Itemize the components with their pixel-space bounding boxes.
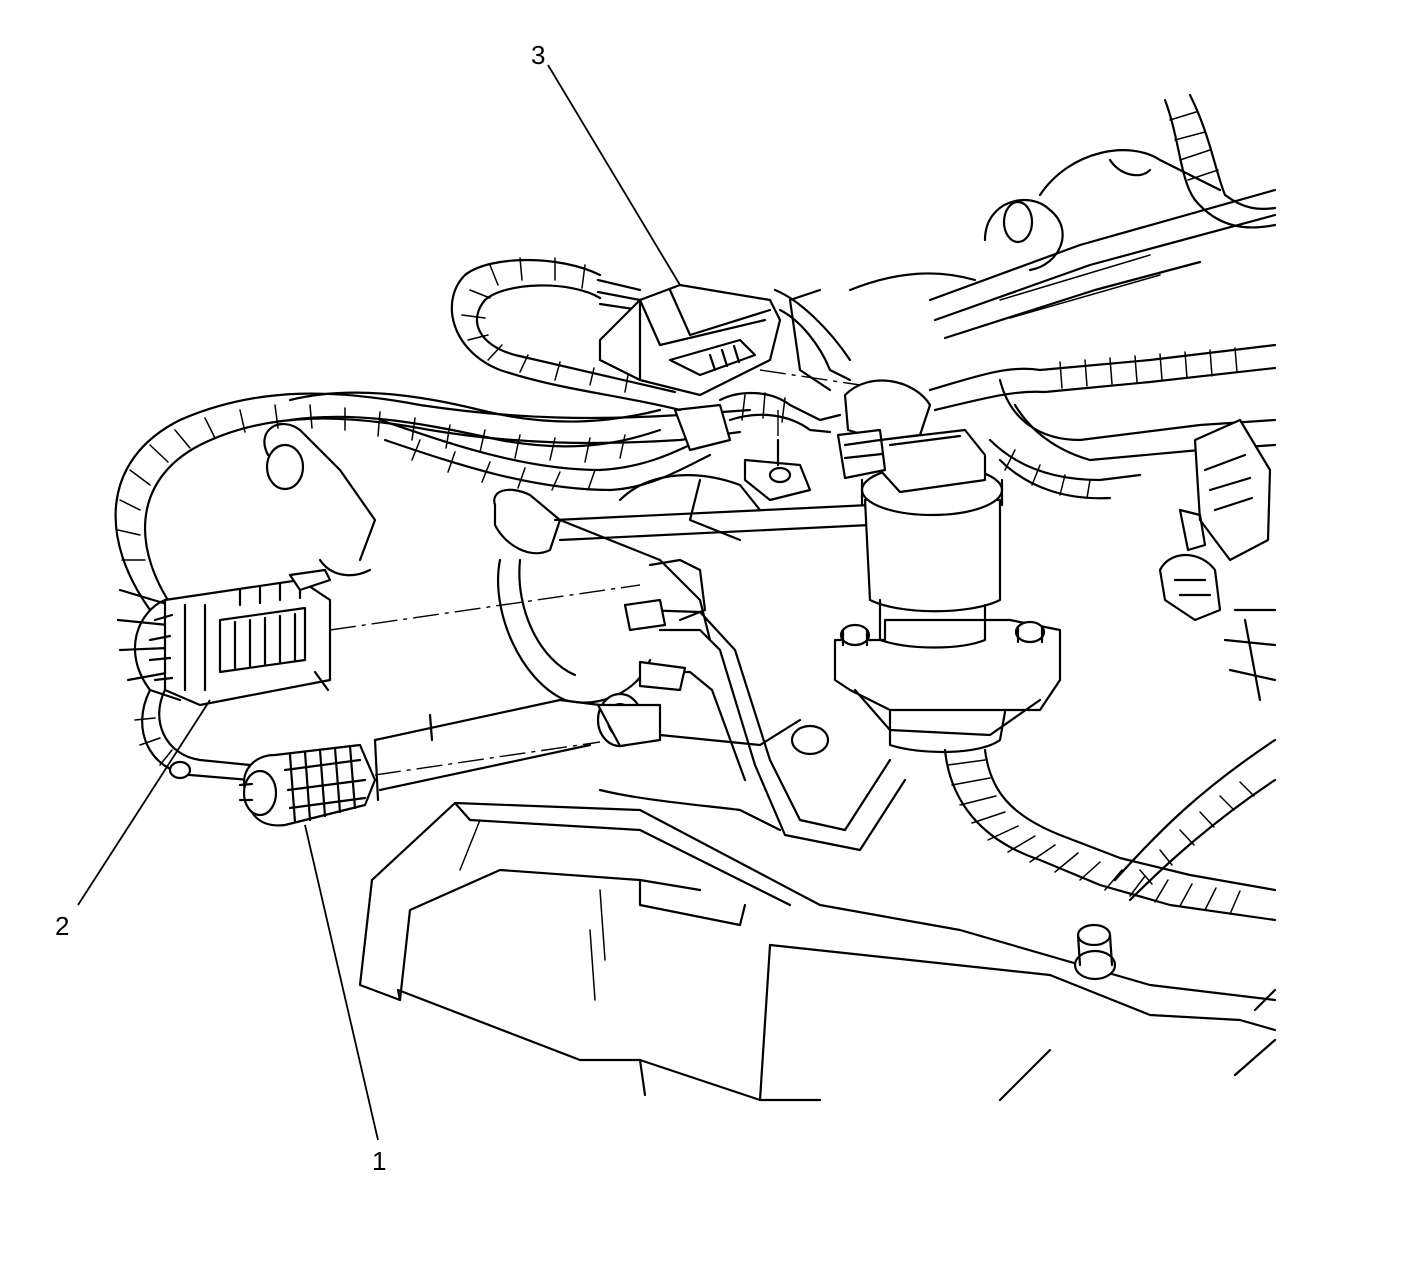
- right-harness: [928, 93, 1277, 902]
- vacuum-line: [493, 488, 907, 852]
- main-harness: [114, 391, 842, 782]
- corrugated-conduit: [943, 748, 1277, 981]
- callout-1-label: 1: [372, 1146, 387, 1176]
- intake-manifold: [788, 149, 1277, 392]
- alignment-lines: [329, 584, 641, 776]
- sensor-tube: [373, 698, 602, 802]
- callout-3-leader: [547, 64, 681, 286]
- upper-harness: [450, 257, 682, 412]
- transmission-housing: [358, 801, 1277, 1102]
- callout-2-label: 2: [55, 911, 70, 941]
- connector-3: [598, 283, 861, 397]
- callout-3-label: 3: [531, 40, 546, 70]
- connector-2: [148, 568, 332, 707]
- callout-1-leader: [304, 824, 379, 1141]
- egr-connector: [836, 379, 932, 480]
- egr-valve: [833, 428, 1062, 754]
- connector-1: [238, 743, 377, 827]
- callout-2-leader: [77, 699, 211, 906]
- throttle-body: [263, 422, 802, 832]
